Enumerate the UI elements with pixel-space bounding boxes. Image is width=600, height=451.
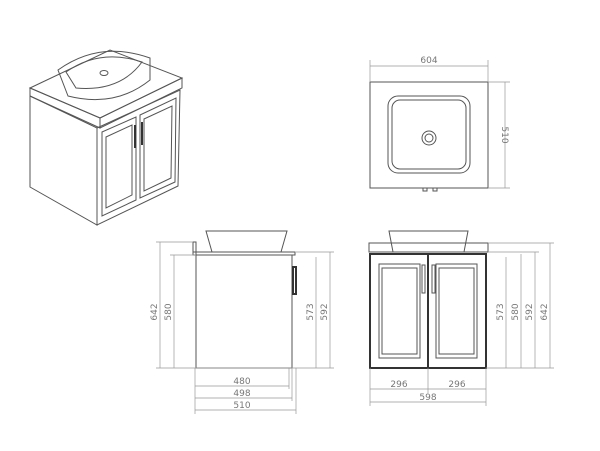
side-basin — [205, 230, 288, 253]
dim-side-592: 592 — [320, 303, 330, 320]
front-handle-left — [421, 264, 426, 294]
outline — [387, 95, 471, 174]
isometric-view — [28, 49, 184, 226]
side-cabinet — [195, 254, 293, 369]
dim-front-296-right: 296 — [448, 380, 465, 390]
dim-front-296-left: 296 — [390, 380, 407, 390]
outline — [369, 81, 489, 189]
drain-icon — [421, 130, 437, 146]
side-view: 642 580 573 592 480 498 510 — [150, 230, 334, 414]
dim-side-510: 510 — [233, 401, 250, 411]
iso-countertop — [28, 49, 184, 119]
front-countertop — [368, 242, 489, 253]
front-view: 573 580 592 642 296 296 598 — [368, 230, 554, 406]
dim-front-642: 642 — [540, 303, 550, 320]
outline — [105, 124, 133, 209]
front-door-left-panel — [378, 263, 421, 359]
iso-front-face — [96, 89, 181, 226]
outline — [381, 267, 418, 355]
outline — [438, 267, 475, 355]
front-basin — [388, 230, 469, 253]
dim-plan-depth: 510 — [499, 126, 509, 143]
dim-side-480: 480 — [233, 377, 250, 387]
iso-door-right — [139, 97, 177, 199]
iso-basin — [57, 50, 151, 101]
front-handle-right — [431, 264, 436, 294]
front-door-right-panel — [435, 263, 478, 359]
iso-drain — [99, 70, 109, 76]
dim-front-598: 598 — [419, 393, 436, 403]
side-handle — [292, 266, 297, 295]
dim-front-573: 573 — [496, 303, 506, 320]
iso-side-panel — [29, 95, 98, 226]
dim-side-498: 498 — [233, 389, 250, 399]
plan-view: 604 510 — [369, 56, 510, 192]
iso-counter-edge-front — [99, 77, 183, 129]
dim-front-580: 580 — [511, 303, 521, 320]
outline — [424, 133, 434, 143]
outline — [432, 187, 438, 192]
outline — [391, 99, 467, 170]
dim-plan-width: 604 — [420, 56, 437, 66]
dim-front-592: 592 — [525, 303, 535, 320]
outline — [65, 56, 143, 89]
outline — [422, 187, 428, 192]
outline — [143, 105, 173, 192]
dim-side-573: 573 — [306, 303, 316, 320]
dim-side-580: 580 — [164, 303, 174, 320]
dim-side-642: 642 — [150, 303, 160, 320]
iso-door-left — [101, 116, 137, 217]
iso-counter-edge-left — [29, 87, 101, 129]
